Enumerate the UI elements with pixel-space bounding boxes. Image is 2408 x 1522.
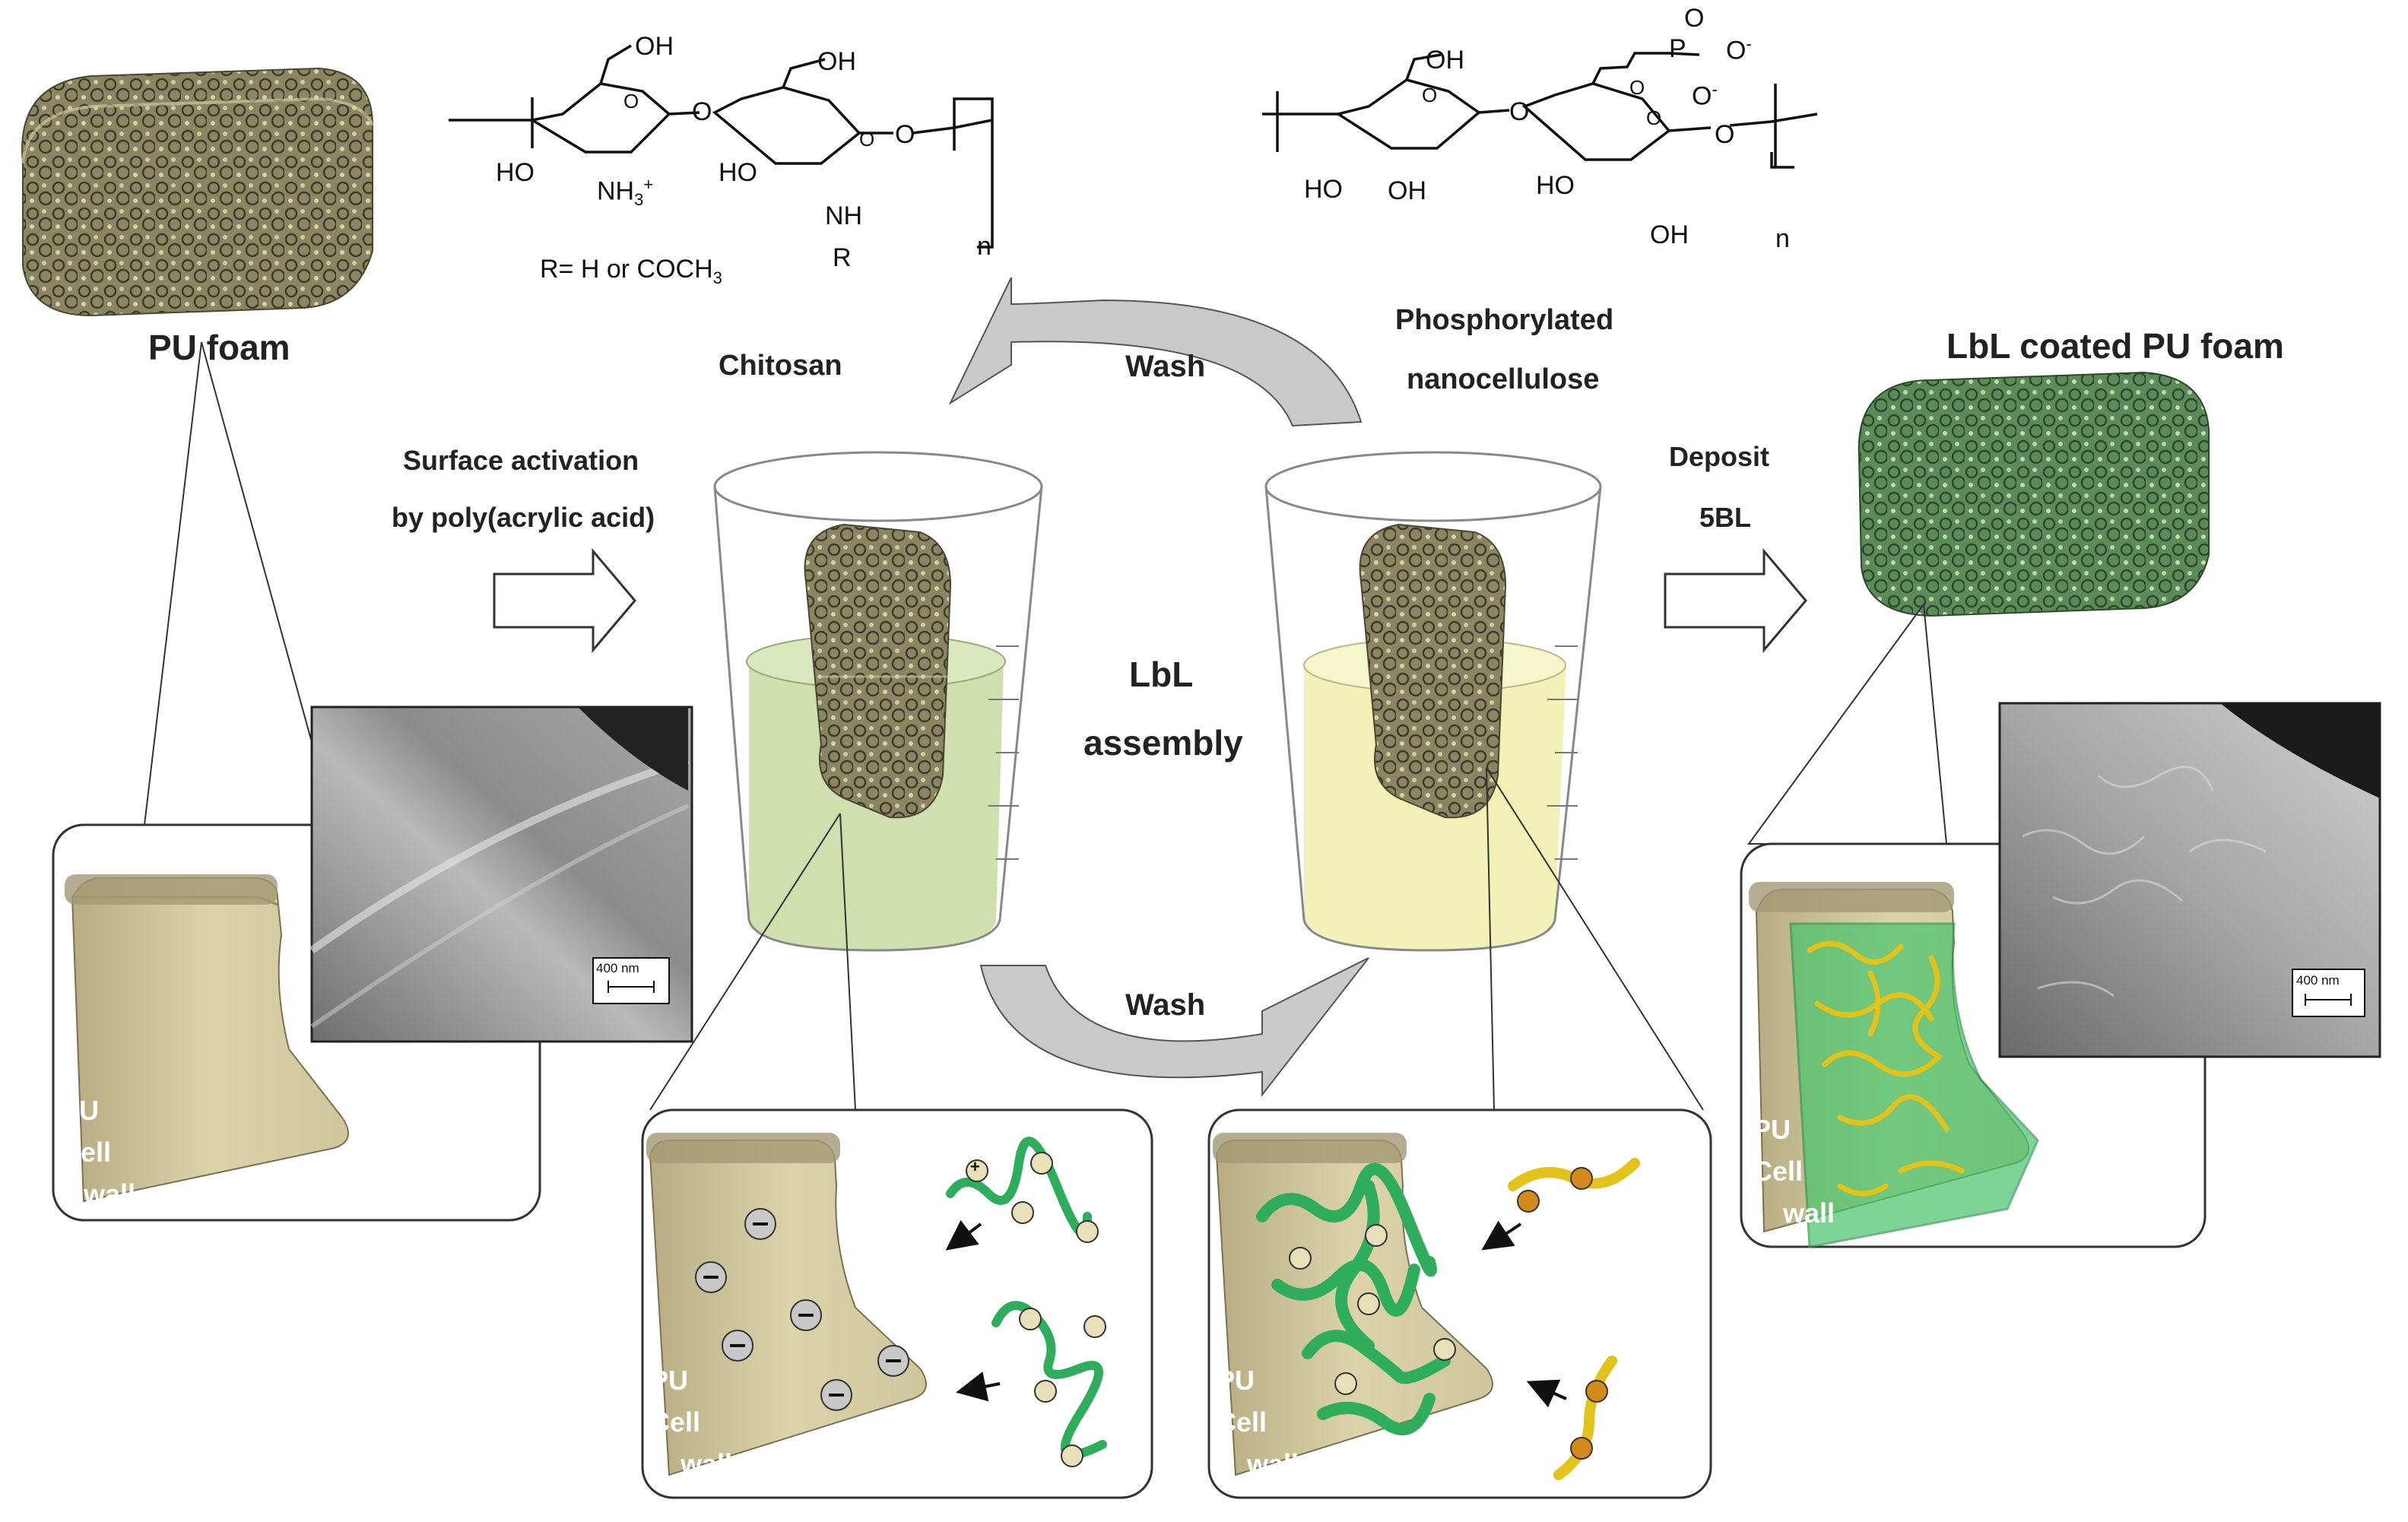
chitosan-link-o: O: [692, 97, 712, 126]
chitosan-end-o: O: [895, 120, 915, 149]
cellulose-o-minus-2-text: O: [1692, 81, 1712, 111]
chitosan-oh-2: OH: [817, 47, 856, 76]
phosphorylated-label-1: Phosphorylated: [1395, 304, 1614, 336]
deposit-label-1: Deposit: [1669, 441, 1770, 472]
cell-wall-label-wall-1: wall: [84, 1178, 136, 1210]
chitosan-n: n: [977, 232, 991, 261]
cellulose-o-minus-1: O-: [1726, 34, 1752, 65]
nanocellulose-inset-lines: [1486, 767, 1704, 1111]
cell-wall-label-pu-2: PU: [650, 1365, 689, 1396]
cell-wall-label-cell-2: Cell: [650, 1406, 701, 1438]
sem-coated: [1998, 702, 2381, 1058]
cell-wall-label-cell-3: Cell: [1217, 1406, 1267, 1438]
cell-wall-label-pu-3: PU: [1217, 1365, 1255, 1396]
cell-wall-label-pu-4: PU: [1753, 1114, 1791, 1145]
chitosan-r-definition-sub: 3: [712, 268, 722, 287]
cellulose-oh-c: OH: [1650, 220, 1689, 249]
chitosan-r-definition: R= H or COCH3: [540, 255, 722, 288]
pu-foam-title: PU foam: [148, 328, 290, 367]
cellulose-o-minus-1-text: O: [1726, 36, 1747, 65]
surface-activation-label-2: by poly(acrylic acid): [392, 502, 655, 533]
chitosan-nh: NH: [825, 201, 863, 230]
cellulose-o-minus-2: O-: [1692, 80, 1718, 111]
cell-wall-label-pu-1: PU: [61, 1095, 100, 1126]
chitosan-nh3-sub: 3: [634, 190, 644, 210]
wash-arrow-bottom: [979, 957, 1369, 1097]
cellulose-ho-2: HO: [1536, 171, 1575, 200]
chitosan-charge-glyph: +: [970, 1157, 980, 1176]
chitosan-beaker: [713, 451, 1043, 952]
nanocellulose-inset: [1207, 1108, 1712, 1499]
cellulose-structure: [1262, 52, 1818, 169]
deposit-label-2: 5BL: [1699, 502, 1752, 533]
cellulose-p-o: O: [1629, 76, 1645, 99]
chitosan-ring-o-1: O: [623, 90, 639, 113]
cell-wall-label-wall-2: wall: [681, 1448, 733, 1479]
chitosan-r-definition-text: R= H or COCH: [540, 255, 713, 284]
cell-wall-label-wall-3: wall: [1247, 1448, 1299, 1479]
wash-bottom-label: Wash: [1125, 988, 1206, 1022]
negative-charges: [695, 1208, 909, 1411]
nanocellulose-beaker: [1264, 451, 1602, 952]
scale-bar-label-coated: 400 nm: [2296, 973, 2340, 988]
chitosan-ring-o-2: O: [859, 128, 875, 151]
sem-uncoated: [309, 706, 693, 1043]
cellulose-ring-o-1: O: [1422, 84, 1438, 106]
cell-wall-label-wall-4: wall: [1783, 1197, 1835, 1229]
coated-foam-block: [1858, 371, 2210, 617]
surface-activation-label-1: Surface activation: [403, 445, 639, 476]
chitosan-nh3: NH3+: [597, 175, 653, 210]
lbl-assembly-label-1: LbL: [1129, 655, 1194, 694]
arrow-deposit: [1664, 547, 1807, 654]
cellulose-link-o: O: [1509, 97, 1530, 126]
chitosan-inset-lines: [649, 813, 856, 1111]
wash-top-label: Wash: [1125, 350, 1206, 383]
chitosan-layer: [1256, 1162, 1451, 1435]
cellulose-ring-o-2: O: [1646, 106, 1662, 129]
chitosan-nh3-charge: +: [643, 175, 654, 194]
chitosan-ho-1: HO: [496, 158, 535, 187]
scale-bar-label-uncoated: 400 nm: [596, 961, 639, 975]
arrow-surface-activation: [493, 547, 636, 654]
cellulose-o-minus-1-charge: -: [1746, 34, 1752, 53]
cellulose-o-top: O: [1684, 4, 1705, 33]
pu-foam-block: [21, 67, 374, 317]
chitosan-r: R: [833, 243, 852, 272]
lbl-assembly-label-2: assembly: [1083, 723, 1243, 763]
cellulose-ho-1: HO: [1304, 175, 1343, 204]
chitosan-nh3-text: NH: [597, 176, 635, 206]
cellulose-end-o: O: [1715, 120, 1735, 149]
wash-arrow-top: [948, 277, 1363, 427]
cellulose-oh-1: OH: [1426, 46, 1464, 75]
chitosan-structure: [449, 44, 994, 249]
chitosan-oh-1: OH: [635, 32, 674, 61]
cellulose-n: n: [1775, 224, 1790, 253]
chitosan-label: Chitosan: [719, 350, 842, 382]
chitosan-inset: [641, 1108, 1153, 1499]
cell-wall-label-cell-1: Cell: [61, 1137, 112, 1168]
cellulose-oh-b: OH: [1388, 176, 1426, 205]
lbl-coated-foam-title: LbL coated PU foam: [1946, 326, 2284, 366]
cellulose-o-minus-2-charge: -: [1712, 80, 1718, 99]
cellulose-p: P: [1669, 34, 1686, 63]
phosphorylated-label-2: nanocellulose: [1407, 363, 1600, 395]
cell-wall-label-cell-4: Cell: [1753, 1156, 1804, 1187]
chitosan-ho-2: HO: [719, 158, 757, 187]
